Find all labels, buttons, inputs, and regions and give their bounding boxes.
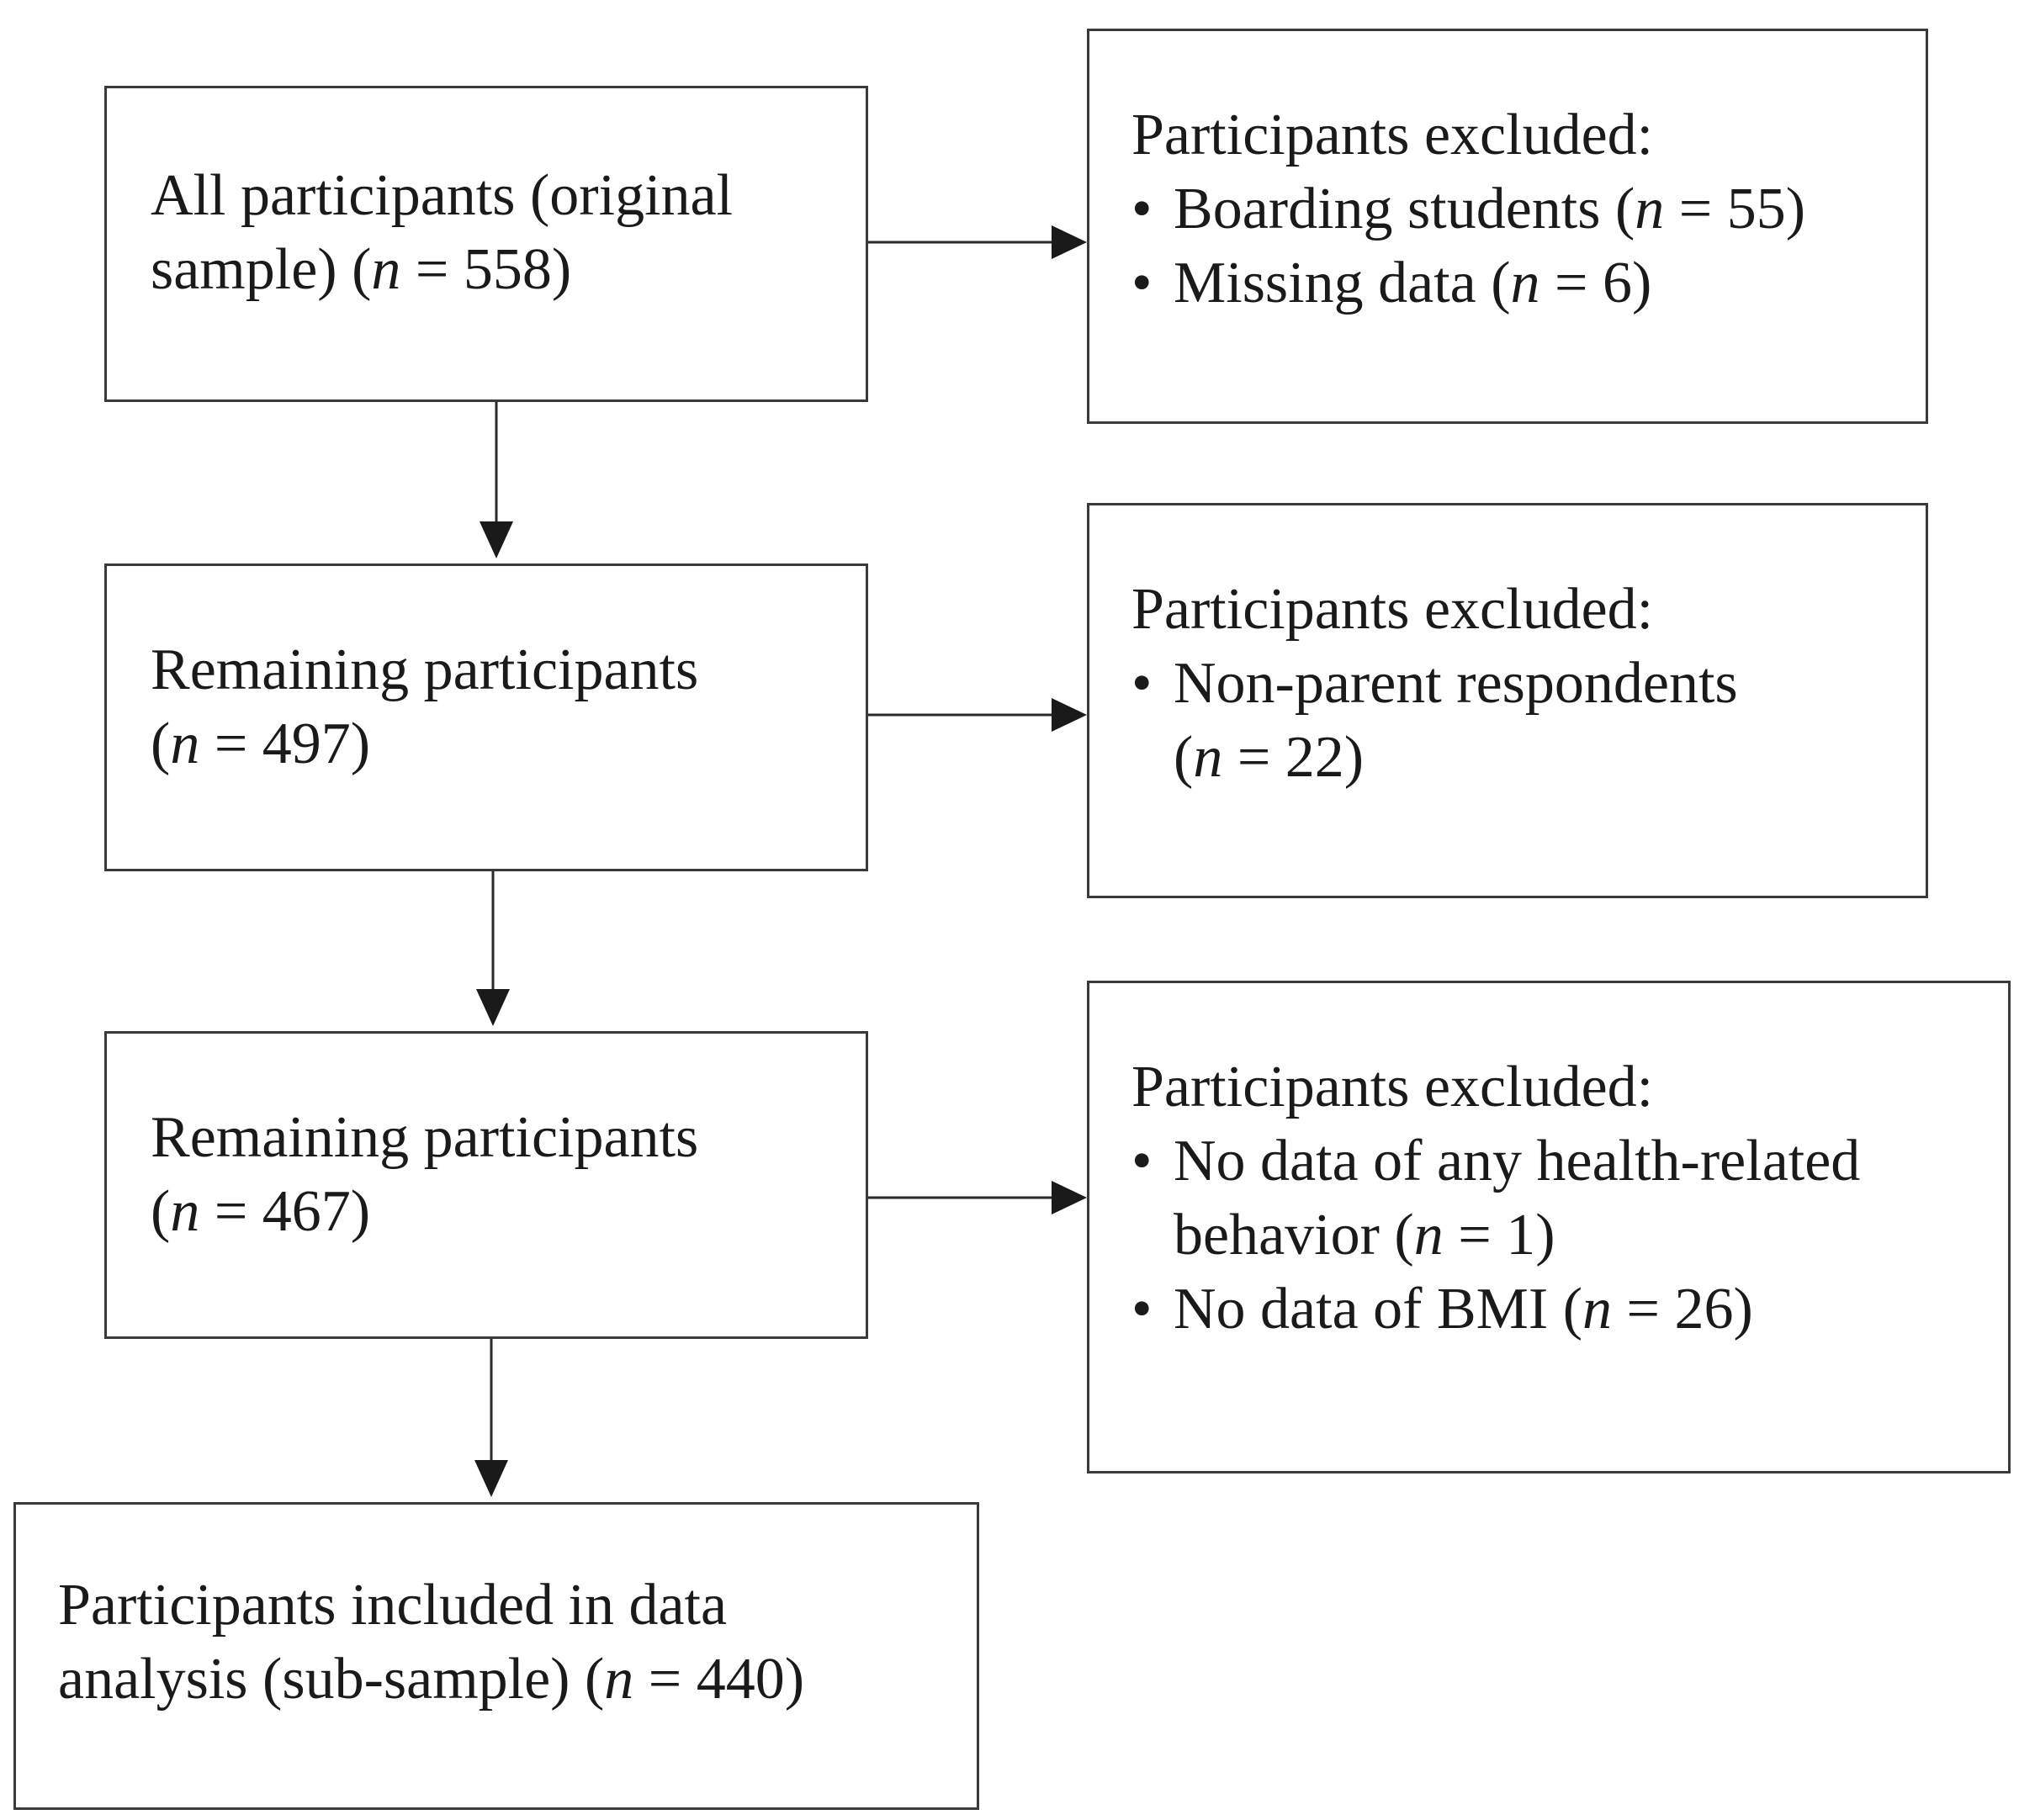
exclusion-item: No data of any health-related xyxy=(1131,1124,1860,1198)
box-exclusion-1: Participants excluded: Boarding students… xyxy=(1087,29,1928,424)
paren-open: ( xyxy=(1174,725,1194,790)
n-variable: n xyxy=(170,1179,200,1244)
box-participants-included-text: Participants included in data analysis (… xyxy=(58,1569,804,1717)
arrow-remaining1-to-exclusion2 xyxy=(868,698,1087,732)
box-remaining-participants-1-line2: (n = 497) xyxy=(151,707,698,781)
n-variable: n xyxy=(1582,1277,1613,1341)
box-all-participants-line1: All participants (original xyxy=(151,163,734,228)
n-variable: n xyxy=(1193,725,1223,790)
arrow-all-to-remaining1 xyxy=(480,402,513,558)
box-all-participants: All participants (original sample) (n = … xyxy=(104,86,868,402)
n-variable: n xyxy=(1510,251,1540,315)
n-value: = 22) xyxy=(1222,725,1365,790)
box-remaining-participants-1-text: Remaining participants (n = 497) xyxy=(151,633,698,781)
paren-open: ( xyxy=(151,1179,171,1244)
exclusion-item-text: behavior ( xyxy=(1174,1203,1414,1267)
exclusion-item-text: No data of BMI ( xyxy=(1174,1277,1583,1341)
box-participants-included-line1: Participants included in data xyxy=(58,1573,728,1637)
exclusion-item: No data of BMI (n = 26) xyxy=(1131,1272,1860,1346)
exclusion-item-continuation: (n = 22) xyxy=(1131,721,1738,795)
exclusion-heading: Participants excluded: xyxy=(1131,103,1654,167)
n-variable: n xyxy=(604,1647,634,1712)
box-participants-included-line2: analysis (sub-sample) (n = 440) xyxy=(58,1643,804,1717)
paren-open: ( xyxy=(151,712,171,776)
arrow-remaining2-to-exclusion3 xyxy=(868,1181,1087,1214)
box-exclusion-3-text: Participants excluded: No data of any he… xyxy=(1131,1050,1860,1346)
exclusion-item-continuation: behavior (n = 1) xyxy=(1131,1198,1860,1272)
n-variable: n xyxy=(1413,1203,1444,1267)
n-value: = 55) xyxy=(1664,177,1806,241)
box-all-participants-line2-text: sample) ( xyxy=(151,237,372,302)
exclusion-item-text: Boarding students ( xyxy=(1174,177,1635,241)
box-participants-included-line2-text: analysis (sub-sample) ( xyxy=(58,1647,605,1712)
n-value: = 558) xyxy=(400,237,572,302)
box-remaining-participants-1: Remaining participants (n = 497) xyxy=(104,563,868,871)
n-value: = 6) xyxy=(1539,251,1652,315)
exclusion-item: Non-parent respondents xyxy=(1131,647,1738,721)
box-remaining-participants-2: Remaining participants (n = 467) xyxy=(104,1031,868,1339)
box-exclusion-2: Participants excluded: Non-parent respon… xyxy=(1087,503,1928,898)
exclusion-item: Missing data (n = 6) xyxy=(1131,246,1805,320)
n-value: = 26) xyxy=(1612,1277,1753,1341)
n-variable: n xyxy=(1635,177,1665,241)
n-variable: n xyxy=(371,237,401,302)
exclusion-item-text: Missing data ( xyxy=(1174,251,1511,315)
box-exclusion-3: Participants excluded: No data of any he… xyxy=(1087,981,2011,1473)
arrow-remaining2-to-final xyxy=(474,1339,508,1497)
box-remaining-participants-2-line1: Remaining participants xyxy=(151,1105,699,1170)
n-value: = 440) xyxy=(633,1647,805,1712)
n-value: = 467) xyxy=(199,1179,371,1244)
box-remaining-participants-2-line2: (n = 467) xyxy=(151,1175,698,1249)
n-variable: n xyxy=(170,712,200,776)
exclusion-item: Boarding students (n = 55) xyxy=(1131,172,1805,246)
box-exclusion-1-text: Participants excluded: Boarding students… xyxy=(1131,98,1805,320)
n-value: = 1) xyxy=(1443,1203,1555,1267)
exclusion-heading: Participants excluded: xyxy=(1131,577,1654,642)
box-all-participants-text: All participants (original sample) (n = … xyxy=(151,159,733,307)
exclusion-heading: Participants excluded: xyxy=(1131,1055,1654,1119)
arrow-remaining1-to-remaining2 xyxy=(476,871,510,1026)
box-remaining-participants-2-text: Remaining participants (n = 467) xyxy=(151,1101,698,1249)
arrow-all-to-exclusion1 xyxy=(868,225,1087,259)
box-exclusion-2-text: Participants excluded: Non-parent respon… xyxy=(1131,573,1738,795)
box-all-participants-line2: sample) (n = 558) xyxy=(151,233,733,307)
box-participants-included: Participants included in data analysis (… xyxy=(13,1502,979,1810)
n-value: = 497) xyxy=(199,712,371,776)
box-remaining-participants-1-line1: Remaining participants xyxy=(151,638,699,702)
